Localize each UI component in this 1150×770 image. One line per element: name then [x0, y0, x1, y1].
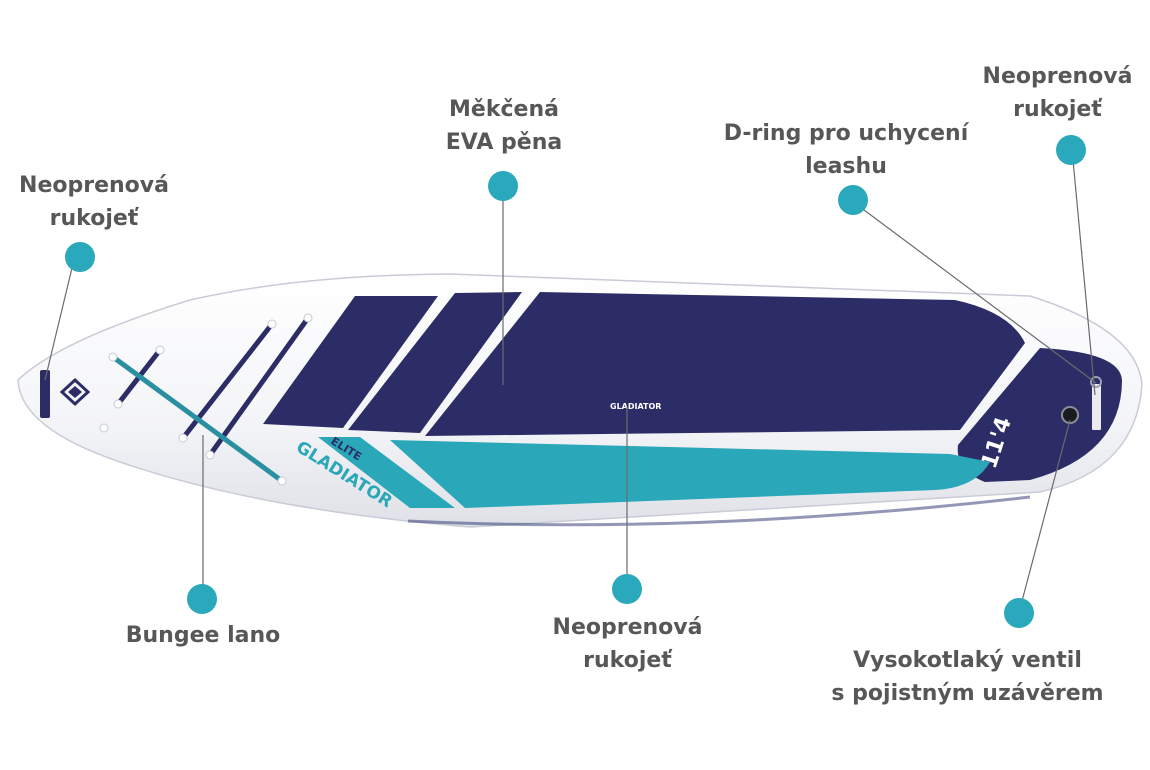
board-rail [407, 495, 1031, 527]
label-line: leashu [805, 154, 887, 179]
teal-pad-small [318, 437, 455, 508]
nose-handle [1090, 382, 1103, 432]
deck-pad-1 [263, 296, 438, 428]
marker-handle-center [612, 574, 642, 604]
label-line: Neoprenová [19, 173, 169, 198]
label-handle-tail: Neoprenová rukojeť [14, 169, 174, 235]
deck-pad-2 [348, 292, 522, 433]
center-handle [594, 397, 670, 413]
label-line: rukojeť [1013, 97, 1102, 122]
valve [1061, 406, 1079, 424]
label-line: s pojistným uzávěrem [831, 681, 1104, 706]
marker-handle-nose [1056, 135, 1086, 165]
teal-pad-main [390, 440, 990, 508]
label-valve: Vysokotlaký ventil s pojistným uzávěrem [820, 644, 1115, 710]
marker-handle-tail [65, 242, 95, 272]
label-line: Vysokotlaký ventil [853, 648, 1082, 673]
tail-handle [40, 370, 50, 418]
label-handle-center: Neoprenová rukojeť [545, 611, 710, 677]
label-line: Měkčená [449, 97, 559, 122]
label-line: Neoprenová [982, 64, 1133, 89]
label-line: rukojeť [49, 206, 139, 231]
center-handle-text: GLADIATOR [610, 402, 661, 411]
label-line: rukojeť [583, 648, 672, 673]
label-bungee: Bungee lano [113, 619, 293, 652]
gladiator-logo-icon [59, 377, 91, 407]
marker-eva [488, 171, 518, 201]
label-line: EVA pěna [445, 130, 563, 155]
marker-dring [838, 185, 868, 215]
label-line: Bungee lano [125, 623, 281, 648]
leader-lines [44, 159, 1097, 602]
bungee-cords [110, 315, 311, 484]
d-ring [1090, 376, 1102, 388]
tail-pad [957, 348, 1122, 482]
label-eva: Měkčená EVA pěna [424, 93, 584, 159]
label-dring: D-ring pro uchycení leashu [716, 117, 976, 183]
marker-bungee [187, 584, 217, 614]
deck-pad-main [425, 292, 1025, 436]
marker-valve [1004, 598, 1034, 628]
label-line: D-ring pro uchycení [723, 121, 969, 146]
callout-markers [65, 135, 1086, 628]
label-line: Neoprenová [552, 615, 703, 640]
label-handle-nose: Neoprenová rukojeť [975, 60, 1140, 126]
bungee-anchors [99, 313, 313, 486]
